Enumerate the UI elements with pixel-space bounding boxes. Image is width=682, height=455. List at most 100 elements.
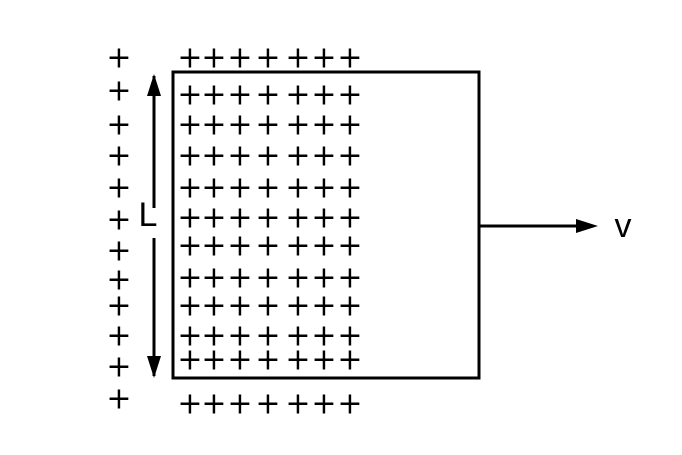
field-mark: + [106,203,131,238]
field-mark: + [177,108,202,143]
velocity-arrowhead [576,219,598,233]
field-mark: + [285,108,310,143]
field-mark: + [255,343,280,378]
field-mark: + [255,78,280,113]
field-mark: + [337,139,362,174]
field-mark: + [255,261,280,296]
field-mark: + [285,229,310,264]
field-mark: + [227,41,252,76]
field-mark: + [255,139,280,174]
field-mark: + [285,171,310,206]
field-mark: + [177,289,202,324]
field-mark: + [201,289,226,324]
field-mark: + [227,343,252,378]
field-mark: + [106,350,131,385]
field-mark: + [177,171,202,206]
field-mark: + [337,319,362,354]
field-mark: + [285,289,310,324]
field-mark: + [106,108,131,143]
field-mark: + [227,387,252,422]
magnetic-field: ++++++++++++++++++++++++++++++++++++++++… [106,41,362,422]
field-mark: + [201,261,226,296]
field-mark: + [337,289,362,324]
field-mark: + [285,78,310,113]
field-mark: + [177,387,202,422]
field-mark: + [227,229,252,264]
field-mark: + [255,171,280,206]
field-mark: + [311,78,336,113]
field-mark: + [311,343,336,378]
field-mark: + [337,343,362,378]
field-mark: + [337,387,362,422]
field-mark: + [106,382,131,417]
field-mark: + [201,78,226,113]
field-mark: + [285,41,310,76]
field-mark: + [201,319,226,354]
field-mark: + [337,201,362,236]
field-mark: + [255,319,280,354]
field-mark: + [311,171,336,206]
field-mark: + [177,319,202,354]
field-mark: + [227,201,252,236]
field-mark: + [177,229,202,264]
field-mark: + [311,41,336,76]
field-mark: + [106,289,131,324]
field-mark: + [337,261,362,296]
field-mark: + [106,171,131,206]
field-mark: + [255,41,280,76]
field-mark: + [177,78,202,113]
field-mark: + [255,289,280,324]
field-mark: + [177,139,202,174]
field-mark: + [201,171,226,206]
field-mark: + [227,139,252,174]
field-mark: + [337,78,362,113]
field-mark: + [106,263,131,298]
field-mark: + [311,319,336,354]
length-dimension: L [139,74,161,378]
field-mark: + [227,261,252,296]
length-arrowhead-bottom [147,356,161,378]
field-mark: + [285,319,310,354]
field-mark: + [177,41,202,76]
field-mark: + [201,201,226,236]
field-mark: + [285,387,310,422]
field-mark: + [255,201,280,236]
field-mark: + [201,108,226,143]
field-mark: + [285,139,310,174]
length-arrowhead-top [147,74,161,96]
field-mark: + [311,139,336,174]
field-mark: + [106,234,131,269]
field-mark: + [337,229,362,264]
field-mark: + [106,319,131,354]
field-mark: + [337,171,362,206]
field-mark: + [177,201,202,236]
field-mark: + [227,78,252,113]
field-mark: + [311,261,336,296]
field-mark: + [337,41,362,76]
field-mark: + [201,387,226,422]
field-mark: + [285,343,310,378]
field-mark: + [311,289,336,324]
field-mark: + [285,201,310,236]
field-mark: + [311,201,336,236]
field-mark: + [177,261,202,296]
field-mark: + [311,387,336,422]
field-mark: + [311,108,336,143]
field-mark: + [255,108,280,143]
field-mark: + [201,139,226,174]
field-mark: + [227,108,252,143]
field-mark: + [227,171,252,206]
field-mark: + [106,41,131,76]
velocity-label: v [615,207,632,245]
field-mark: + [106,74,131,109]
field-mark: + [201,41,226,76]
length-label: L [139,196,158,234]
field-mark: + [311,229,336,264]
field-mark: + [201,343,226,378]
field-mark: + [337,108,362,143]
field-mark: + [255,387,280,422]
field-mark: + [255,229,280,264]
field-mark: + [285,261,310,296]
field-mark: + [177,343,202,378]
